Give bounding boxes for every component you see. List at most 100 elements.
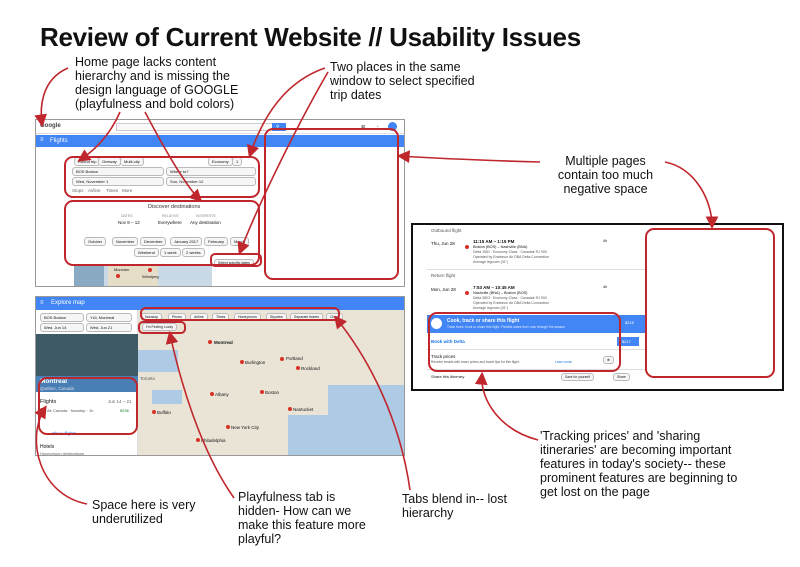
menu-icon[interactable]: ≡ xyxy=(40,137,44,143)
explore-map[interactable]: Nonstop Prices Airline Times Honeymoon S… xyxy=(138,310,404,455)
flights-bar: ≡ Flights xyxy=(36,135,404,147)
month-chip[interactable]: January 2017 xyxy=(170,237,203,246)
map-city: New York City xyxy=(231,425,260,430)
track-prices-label: Track prices xyxy=(431,354,456,359)
discover-dates-value[interactable]: Nov 8 – 12 xyxy=(118,220,140,225)
share-button[interactable]: Share xyxy=(613,373,630,381)
month-chip[interactable]: October xyxy=(84,237,107,246)
discover-dates-head: DATES xyxy=(121,214,133,218)
airline-icon xyxy=(465,245,469,249)
discover-relative-value[interactable]: Everywhere xyxy=(158,220,182,225)
return-legroom: Average legroom (31") xyxy=(473,306,509,310)
flight-row[interactable]: Air Canada · Nonstop · 1h xyxy=(47,408,94,413)
return-field[interactable]: Wed, Jun 21 xyxy=(86,323,132,332)
depart-field[interactable]: Wed, November 1 xyxy=(72,177,164,186)
note-hierarchy: Home page lacks content hierarchy and is… xyxy=(75,55,239,111)
screenshot-explore-map: ≡ Explore map BOS Boston YUL Montreal We… xyxy=(35,296,405,456)
flights-label: Flights xyxy=(40,399,57,405)
map-land xyxy=(108,265,158,286)
to-field[interactable]: YUL Montreal xyxy=(86,313,132,322)
track-prices-toggle[interactable]: ⊕ xyxy=(603,356,614,364)
arrow-space-2 xyxy=(664,161,719,230)
track-prices-sub: Receive emails with lower prices and tra… xyxy=(431,360,520,364)
weekend-chip[interactable]: 2 weeks xyxy=(182,248,205,257)
book-with-link[interactable]: Book with Delta xyxy=(431,339,465,344)
outbound-time: 11:15 AM – 1:15 PM xyxy=(473,239,515,244)
return-label: Return flight xyxy=(431,273,456,278)
flight-price: $296 xyxy=(120,408,129,413)
arrow-hierarchy-discover xyxy=(144,111,203,203)
feeling-lucky-tab[interactable]: I'm Feeling Lucky xyxy=(142,323,178,331)
filter-times[interactable]: Times xyxy=(106,188,119,193)
apps-icon[interactable]: ▦ xyxy=(361,124,366,129)
outbound-operator: Operated by Endeavor Air DBA Delta Conne… xyxy=(473,255,550,259)
map-pin-icon xyxy=(208,340,212,344)
hotels-subtitle: Honeymoon destinations xyxy=(40,451,85,456)
book-price: $217 xyxy=(622,339,631,344)
explore-bar: ≡ Explore map xyxy=(36,297,404,310)
screenshot-flights-home: Google ⚲ ▦ ◔ ≡ Flights Round trip Oneway… xyxy=(35,119,405,287)
map-city: Toronto xyxy=(140,376,156,381)
outbound-label: Outbound flight xyxy=(431,228,462,233)
arrow-dates-form xyxy=(246,67,326,159)
note-negative-space: Multiple pages contain too much negative… xyxy=(557,154,654,196)
map-pin-icon xyxy=(210,392,214,396)
menu-icon[interactable]: ≡ xyxy=(40,300,44,306)
map-lake xyxy=(138,350,178,372)
month-chip[interactable]: December xyxy=(140,237,167,246)
note-dates: Two places in the same window to select … xyxy=(330,60,475,102)
filter-airline[interactable]: Airline xyxy=(88,188,101,193)
highlight-tabs xyxy=(140,307,340,321)
month-chip[interactable]: November xyxy=(112,237,139,246)
from-field[interactable]: BOS Boston xyxy=(40,313,84,322)
map-pin-icon xyxy=(240,360,244,364)
map-lake xyxy=(152,390,182,404)
discover-interests-value[interactable]: Any destination xyxy=(190,220,221,225)
from-field[interactable]: BOS Boston xyxy=(72,167,164,176)
screenshot-flight-detail: Outbound flight Thu, Jun 28 11:15 AM – 1… xyxy=(411,223,784,391)
bell-icon[interactable]: ◔ xyxy=(376,124,379,129)
divider xyxy=(427,349,645,350)
depart-field[interactable]: Wed, Jun 14 xyxy=(40,323,84,332)
weekend-chip[interactable]: Weekend xyxy=(134,248,159,257)
map-city: Boston xyxy=(265,390,280,395)
highlight-feeling-lucky xyxy=(138,321,186,334)
map-label: Winnipeg xyxy=(142,274,159,279)
discover-interests-head: INTERESTS xyxy=(196,214,216,218)
filter-stops[interactable]: Stops xyxy=(72,188,84,193)
book-button[interactable]: $217 xyxy=(617,337,639,346)
outbound-legroom: Average legroom (31") xyxy=(473,260,509,264)
map-pin-icon xyxy=(296,366,300,370)
return-field[interactable]: Sun, November 12 xyxy=(166,177,256,186)
map-pin-icon xyxy=(288,407,292,411)
download-icon xyxy=(431,318,442,329)
share-label: Share this itinerary xyxy=(431,374,465,379)
outbound-route: Boston (BOS) – Nashville (BNA) xyxy=(473,245,528,249)
hotels-label: Hotels xyxy=(40,444,55,450)
map-pin-icon xyxy=(148,268,152,272)
map-pin-icon xyxy=(260,390,264,394)
track-banner[interactable]: Cook, track or share this flight Track f… xyxy=(427,315,645,333)
highlight-select-dates xyxy=(210,253,262,267)
divider xyxy=(427,369,645,370)
avatar[interactable] xyxy=(388,122,397,131)
save-button[interactable]: Save for yourself xyxy=(561,373,594,381)
outbound-duration: 4h xyxy=(603,239,608,243)
flights-dates: Jun 14 – 21 xyxy=(108,399,132,404)
highlight-search-form xyxy=(64,156,260,198)
return-date: Mon, Jun 28 xyxy=(431,287,456,292)
note-playful: Playfulness tab is hidden- How can we ma… xyxy=(238,490,366,546)
map-pin-icon xyxy=(226,425,230,429)
page-title: Review of Current Website // Usability I… xyxy=(40,22,581,52)
filter-more[interactable]: More xyxy=(122,188,133,193)
highlight-empty-space-1 xyxy=(264,128,399,280)
discover-title: Discover destinations xyxy=(148,204,201,210)
highlight-tracking xyxy=(428,312,621,372)
month-chip[interactable]: February xyxy=(204,237,229,246)
search-button[interactable]: ⚲ xyxy=(272,123,286,131)
weekend-chip[interactable]: 1 week xyxy=(160,248,181,257)
detail-column: Outbound flight Thu, Jun 28 11:15 AM – 1… xyxy=(427,225,645,389)
arrow-tracking xyxy=(474,371,539,441)
learn-more-link[interactable]: Learn more xyxy=(555,360,572,364)
